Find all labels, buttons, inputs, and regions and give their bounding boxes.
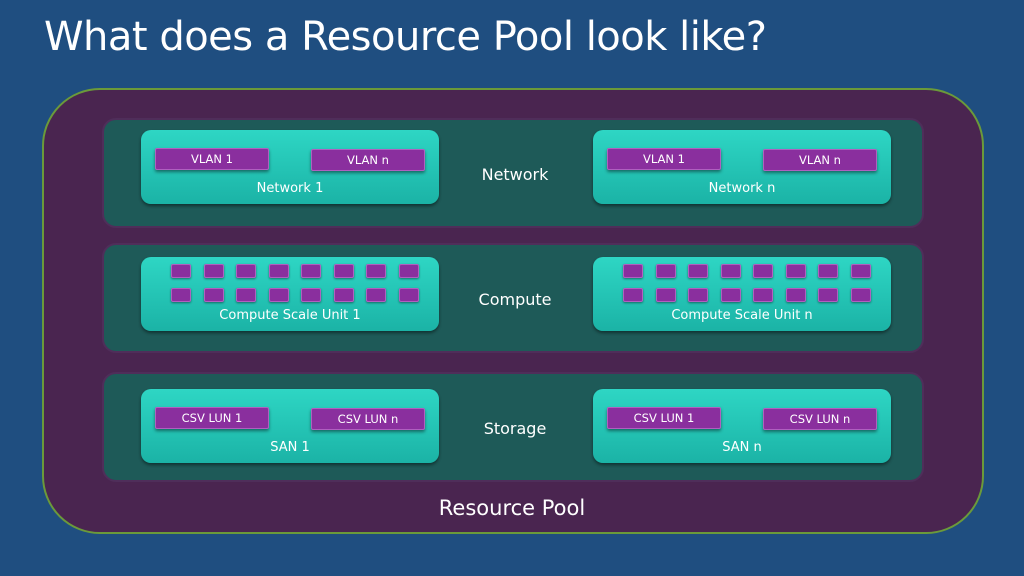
compute-node (333, 264, 354, 278)
compute-node (268, 264, 289, 278)
compute-node (623, 264, 643, 278)
compute-node (398, 264, 419, 278)
unit-label: SAN 1 (270, 440, 310, 455)
compute-node (753, 264, 773, 278)
vlan-chip: VLAN n (311, 149, 425, 171)
layer-label-storage: Storage (483, 419, 547, 438)
network-unit-1: VLAN 1 VLAN n Network 1 (141, 130, 439, 204)
compute-node (171, 288, 191, 302)
compute-node (850, 288, 871, 302)
compute-node (366, 264, 386, 278)
unit-label: Compute Scale Unit n (671, 308, 813, 323)
vlan-chip: VLAN 1 (607, 148, 721, 170)
compute-node (785, 288, 806, 302)
compute-node (171, 264, 191, 278)
compute-node (753, 288, 773, 302)
compute-node (268, 288, 289, 302)
compute-node (236, 264, 256, 278)
lun-chip: CSV LUN 1 (607, 407, 721, 429)
network-layer: VLAN 1 VLAN n Network 1 Network VLAN 1 V… (102, 118, 924, 228)
compute-node (850, 264, 871, 278)
compute-node (688, 288, 708, 302)
unit-label: Network n (708, 181, 776, 196)
storage-unit-1: CSV LUN 1 CSV LUN n SAN 1 (141, 389, 439, 463)
slide-title: What does a Resource Pool look like? (44, 14, 767, 60)
compute-node (655, 264, 676, 278)
layer-label-network: Network (481, 165, 549, 184)
layer-label-compute: Compute (478, 290, 552, 309)
compute-node (655, 288, 676, 302)
lun-chip: CSV LUN 1 (155, 407, 269, 429)
compute-node (333, 288, 354, 302)
compute-node (301, 264, 321, 278)
compute-unit-n: Compute Scale Unit n (593, 257, 891, 331)
compute-node (688, 264, 708, 278)
compute-node (203, 264, 224, 278)
compute-node (818, 264, 838, 278)
compute-unit-1: Compute Scale Unit 1 (141, 257, 439, 331)
compute-node (818, 288, 838, 302)
compute-node (720, 264, 741, 278)
compute-node (366, 288, 386, 302)
unit-label: SAN n (722, 440, 762, 455)
compute-node (720, 288, 741, 302)
storage-unit-n: CSV LUN 1 CSV LUN n SAN n (593, 389, 891, 463)
compute-node (236, 288, 256, 302)
compute-node (785, 264, 806, 278)
compute-node (398, 288, 419, 302)
unit-label: Compute Scale Unit 1 (219, 308, 361, 323)
vlan-chip: VLAN n (763, 149, 877, 171)
resource-pool-label: Resource Pool (438, 496, 586, 520)
lun-chip: CSV LUN n (311, 408, 425, 430)
compute-node (623, 288, 643, 302)
storage-layer: CSV LUN 1 CSV LUN n SAN 1 Storage CSV LU… (102, 372, 924, 482)
lun-chip: CSV LUN n (763, 408, 877, 430)
vlan-chip: VLAN 1 (155, 148, 269, 170)
compute-layer: Compute Scale Unit 1 Compute Compute Sca… (102, 243, 924, 353)
unit-label: Network 1 (256, 181, 324, 196)
compute-node (203, 288, 224, 302)
network-unit-n: VLAN 1 VLAN n Network n (593, 130, 891, 204)
compute-node (301, 288, 321, 302)
